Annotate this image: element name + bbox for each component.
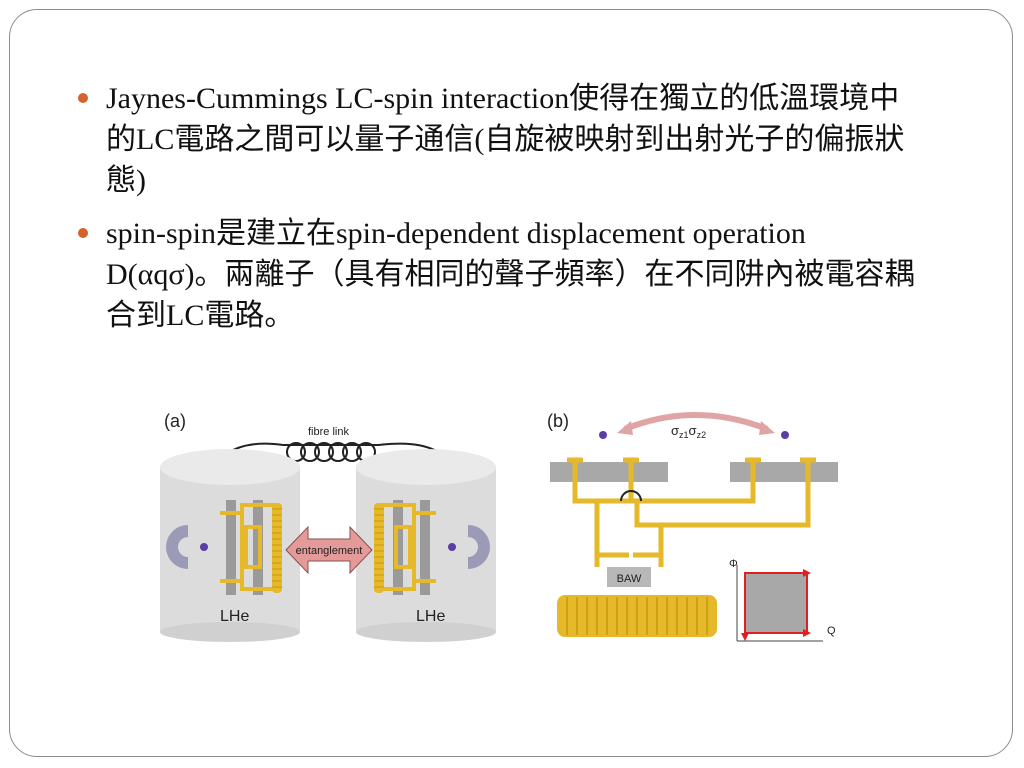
bullet-marker — [78, 228, 88, 238]
fibre-link-label: fibre link — [308, 426, 349, 438]
electrode-right — [730, 462, 838, 482]
figure-b: (b) σz1σz2 BAW Φ Q — [547, 411, 838, 642]
q-label: Q — [827, 625, 836, 637]
figure-a: (a) fibre link — [160, 411, 496, 642]
bullet-text: Jaynes-Cummings LC-spin interaction使得在獨立… — [106, 82, 905, 197]
phi-label: Φ — [729, 558, 738, 570]
ion-left — [599, 431, 607, 439]
ion-right — [781, 431, 789, 439]
bullet-item: Jaynes-Cummings LC-spin interaction使得在獨立… — [78, 78, 918, 201]
bullet-list: Jaynes-Cummings LC-spin interaction使得在獨立… — [78, 78, 918, 348]
right-trap — [374, 500, 490, 595]
entanglement-label: entanglement — [296, 545, 363, 557]
electrode-left — [550, 462, 668, 482]
baw-label: BAW — [617, 573, 642, 585]
coupling-label: σz1σz2 — [671, 423, 706, 440]
bullet-text: spin-spin是建立在spin-dependent displacement… — [106, 217, 915, 332]
crossover-bridge — [620, 490, 642, 502]
coupling-arc — [623, 412, 769, 432]
panel-label-b: (b) — [547, 411, 569, 431]
lc-circuit — [567, 457, 816, 567]
bullet-marker — [78, 93, 88, 103]
entanglement-arrow — [285, 525, 373, 575]
baw-box — [607, 567, 651, 587]
lhe-label-right: LHe — [416, 608, 445, 625]
phase-space-plot: Φ Q — [729, 558, 836, 642]
lhe-label-left: LHe — [220, 608, 249, 625]
bullet-item: spin-spin是建立在spin-dependent displacement… — [78, 213, 918, 336]
panel-label-a: (a) — [164, 411, 186, 431]
left-trap — [166, 500, 282, 595]
